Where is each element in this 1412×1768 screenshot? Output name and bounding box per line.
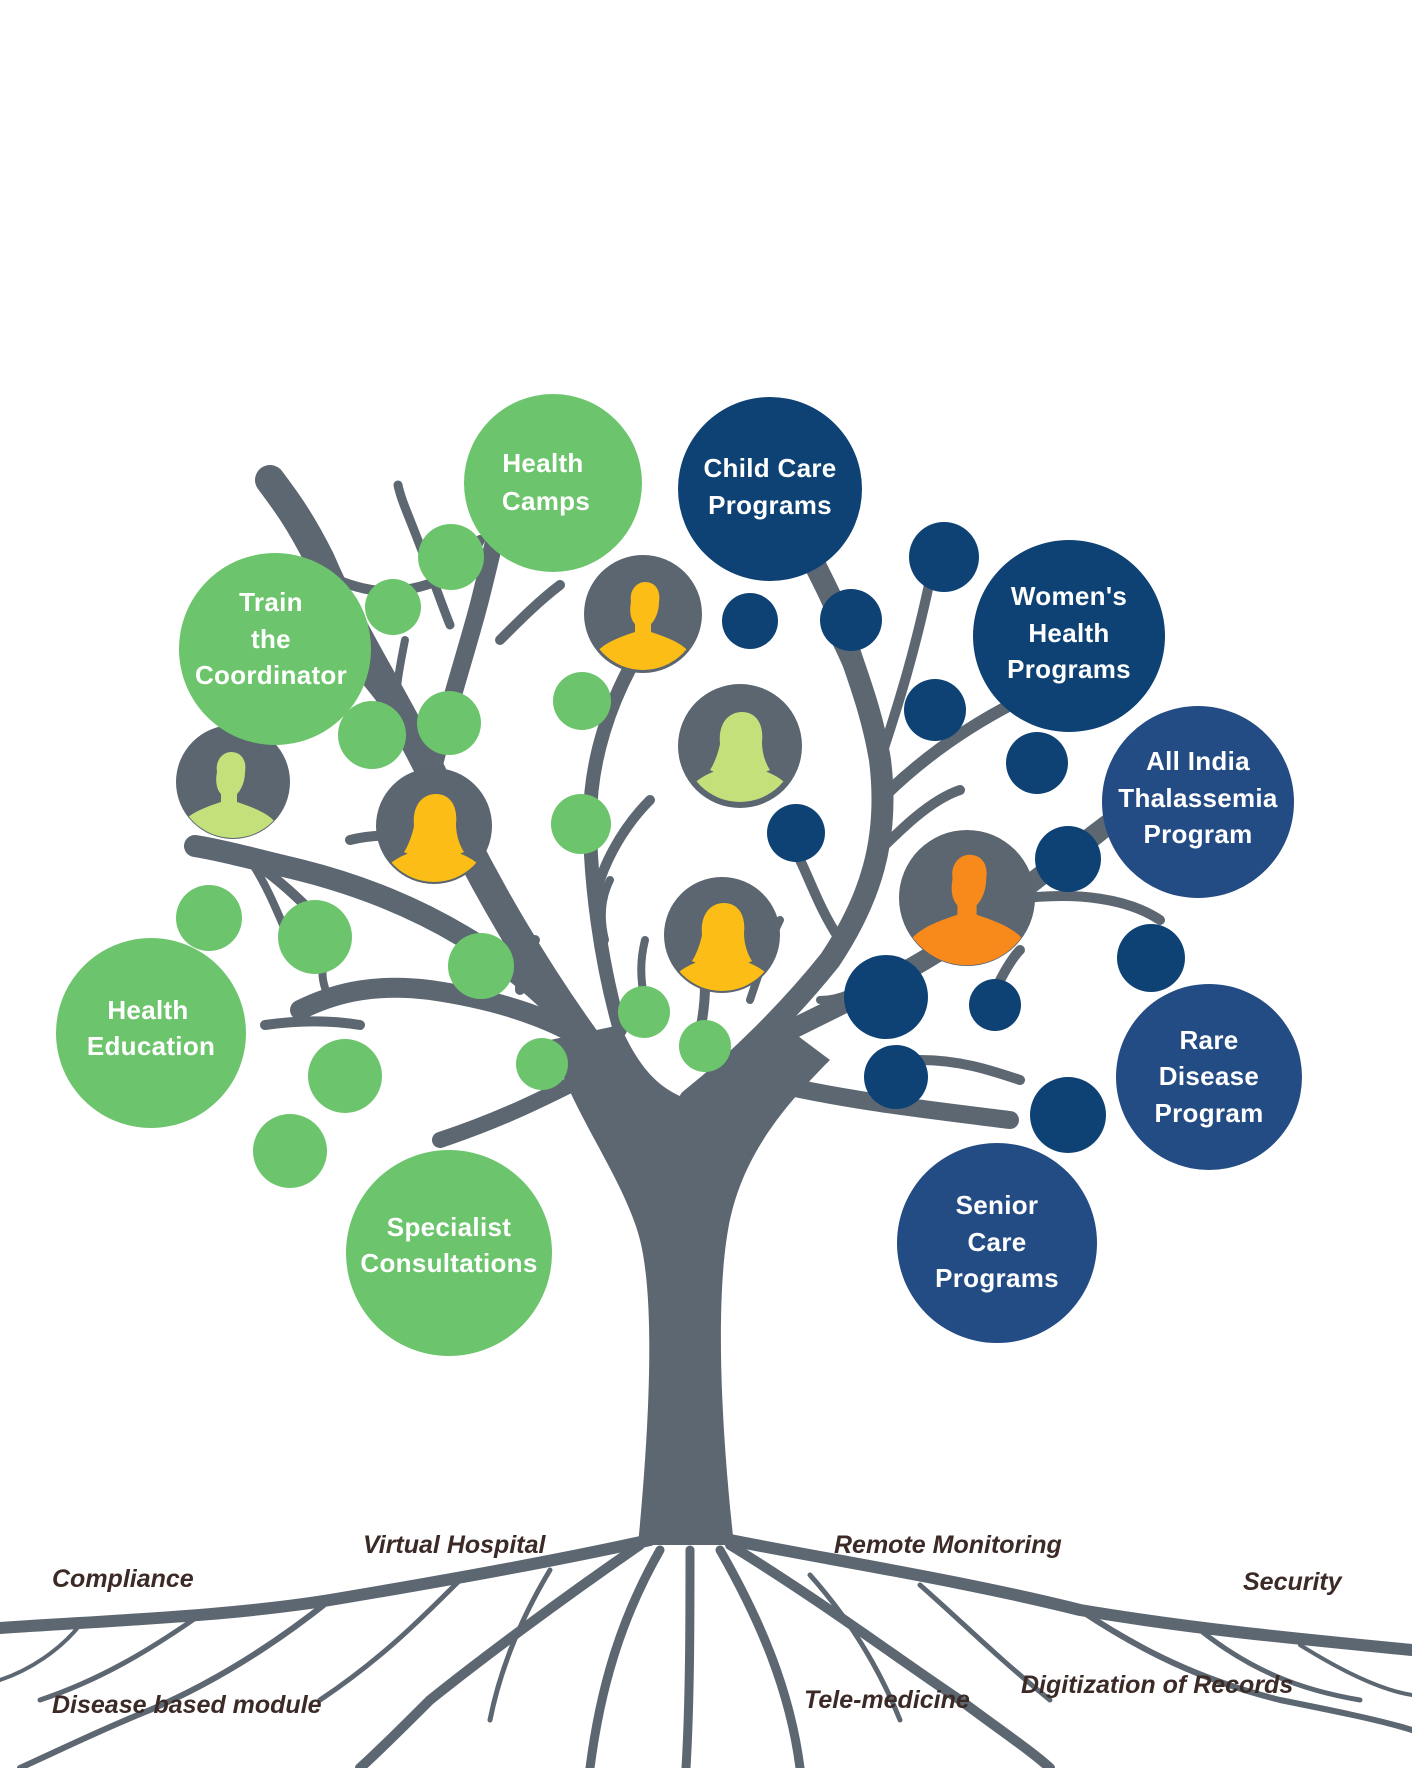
leaf <box>176 885 242 951</box>
node-label: Health <box>502 448 583 478</box>
root-label-digitization: Digitization of Records <box>1021 1671 1293 1699</box>
root-label-virtual-hospital: Virtual Hospital <box>363 1531 546 1559</box>
leaf <box>553 672 611 730</box>
root-label-remote-monitoring: Remote Monitoring <box>834 1531 1062 1559</box>
node-label: Programs <box>708 490 832 520</box>
node-label: the <box>251 624 291 654</box>
node-label: Train <box>239 587 303 617</box>
leaf <box>1006 732 1068 794</box>
root-labels: Virtual Hospital Remote Monitoring Compl… <box>52 1531 1343 1719</box>
node-label: Health <box>1028 618 1109 648</box>
leaf <box>1035 826 1101 892</box>
avatars <box>176 555 1035 993</box>
node-child-care: Child Care Programs <box>678 397 862 581</box>
leaf <box>679 1020 731 1072</box>
node-label: Program <box>1154 1098 1263 1128</box>
leaf <box>864 1045 928 1109</box>
tree-trunk <box>550 1025 830 1545</box>
leaf <box>278 900 352 974</box>
node-rare-disease: Rare Disease Program <box>1116 984 1302 1170</box>
node-health-camps: Health Camps <box>464 394 642 572</box>
leaf <box>1117 924 1185 992</box>
root-label-disease-module: Disease based module <box>52 1691 322 1719</box>
node-label: All India <box>1146 746 1250 776</box>
leaf <box>722 593 778 649</box>
node-label: Thalassemia <box>1118 783 1278 813</box>
node-label: Coordinator <box>195 660 347 690</box>
leaf <box>365 579 421 635</box>
node-specialist: Specialist Consultations <box>346 1150 552 1356</box>
root-label-compliance: Compliance <box>52 1565 194 1593</box>
node-womens-health: Women's Health Programs <box>973 540 1165 732</box>
leaf <box>516 1038 568 1090</box>
female-avatar-icon <box>376 768 492 884</box>
leaf <box>417 691 481 755</box>
node-label: Programs <box>935 1263 1059 1293</box>
female-avatar-icon <box>678 684 802 808</box>
female-avatar-icon <box>664 877 780 993</box>
node-label: Women's <box>1011 581 1127 611</box>
node-label: Program <box>1143 819 1252 849</box>
blue-leaves <box>722 522 1185 1153</box>
green-leaves <box>176 524 731 1188</box>
leaf <box>308 1039 382 1113</box>
leaf <box>909 522 979 592</box>
node-label: Senior <box>956 1190 1039 1220</box>
leaf <box>844 955 928 1039</box>
leaf <box>418 524 484 590</box>
node-label: Consultations <box>360 1248 537 1278</box>
leaf <box>253 1114 327 1188</box>
node-label: Specialist <box>387 1212 511 1242</box>
node-label: Programs <box>1007 654 1131 684</box>
leaf <box>448 933 514 999</box>
node-train-coordinator: Train the Coordinator <box>179 553 371 745</box>
leaf <box>618 986 670 1038</box>
leaf <box>338 701 406 769</box>
male-avatar-icon <box>584 555 702 673</box>
male-avatar-icon <box>899 830 1035 966</box>
node-label: Rare <box>1179 1025 1238 1055</box>
leaf <box>969 979 1021 1031</box>
node-health-education: Health Education <box>56 938 246 1128</box>
leaf <box>551 794 611 854</box>
node-label: Child Care <box>703 453 836 483</box>
node-label: Care <box>967 1227 1026 1257</box>
node-label: Disease <box>1159 1061 1259 1091</box>
male-avatar-icon <box>176 725 290 839</box>
node-thalassemia: All India Thalassemia Program <box>1102 706 1294 898</box>
node-senior-care: Senior Care Programs <box>897 1143 1097 1343</box>
leaf <box>1030 1077 1106 1153</box>
node-label: Camps <box>502 486 590 516</box>
node-label: Education <box>87 1031 215 1061</box>
leaf <box>904 679 966 741</box>
root-label-security: Security <box>1243 1568 1343 1596</box>
root-label-tele-medicine: Tele-medicine <box>804 1686 970 1714</box>
tree-roots <box>0 1534 1412 1768</box>
leaf <box>767 804 825 862</box>
leaf <box>820 589 882 651</box>
node-label: Health <box>107 995 188 1025</box>
